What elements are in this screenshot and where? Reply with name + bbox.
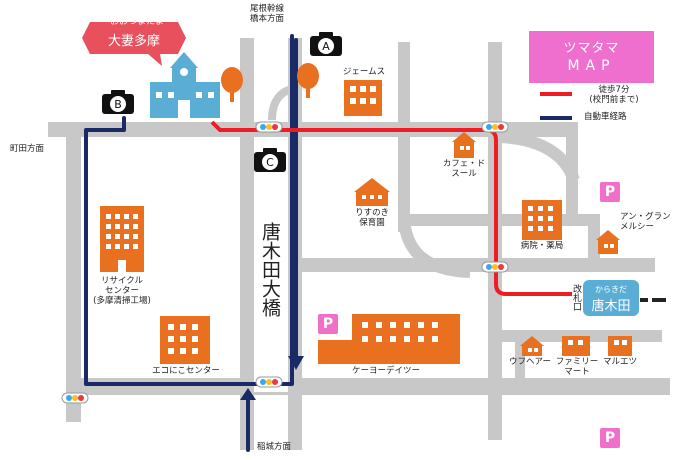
label-james: ジェームス [342, 67, 386, 77]
camera-icon: A [310, 32, 342, 56]
train-line-segment [640, 298, 666, 302]
road-curve-northeast [499, 131, 580, 183]
building-keio [318, 314, 460, 364]
station-name: 唐木田 [591, 299, 631, 314]
traffic-light-1 [255, 121, 283, 133]
camera-icon: B [102, 90, 134, 114]
car-arrow-down [288, 356, 304, 370]
direction-machida: 町田方面 [10, 144, 45, 154]
building-hospital [522, 200, 562, 240]
building-james [344, 80, 382, 116]
legend-title: ツマタマ [563, 41, 620, 56]
road-curve-southwest [398, 213, 471, 278]
traffic-light-3 [481, 261, 509, 273]
label-hospital: 病院・薬局 [520, 241, 564, 251]
legend-walk-label: 徒歩7分 (校門前まで) [589, 85, 639, 105]
label-uf: ウフヘアー [509, 357, 551, 367]
school-name: 大妻多摩 [107, 34, 160, 49]
road-bridge-left [240, 38, 254, 450]
bridge-name: 唐木田大橋 [259, 222, 281, 317]
label-ecoeco: エコにこセンター [152, 366, 220, 376]
car-route-west [84, 34, 294, 386]
svg-text:A: A [322, 40, 330, 53]
parking-badge: P [600, 182, 620, 202]
roads [48, 38, 670, 450]
building-ann-grand [596, 230, 620, 254]
road-bottom-horizontal [66, 378, 670, 395]
parking-badge: P [318, 314, 338, 334]
label-risunoki: りすのき 保育園 [355, 208, 389, 228]
label-cafe: カフェ・ド スール [442, 159, 486, 179]
camera-icon: C [254, 148, 286, 172]
tree-2 [297, 63, 319, 98]
traffic-light-4 [255, 376, 283, 388]
building-uf [520, 336, 544, 356]
road-bridge-deck [254, 137, 288, 392]
svg-text:B: B [114, 98, 122, 111]
label-ann-grand: アン・グラン メルシー [620, 212, 671, 232]
legend-walk-line [540, 92, 572, 96]
train-line [640, 298, 666, 302]
road-left-vertical [66, 122, 81, 422]
car-arrow-up [240, 388, 256, 400]
svg-text:C: C [266, 156, 274, 169]
road-mid-horizontal [300, 258, 655, 272]
tree-1 [221, 67, 243, 102]
label-maruetsu: マルエツ [602, 357, 637, 367]
school-building [150, 52, 220, 118]
station-gate: 改札口 [571, 284, 581, 311]
train-line-dash [648, 298, 652, 302]
parking-badge: P [600, 428, 620, 448]
legend-car-label: 自動車経路 [584, 112, 627, 122]
station-kana: からきだ [595, 285, 627, 294]
traffic-light-2 [481, 121, 509, 133]
building-ecoeco [160, 316, 210, 364]
building-familymart [562, 336, 590, 356]
label-keio: ケーヨーデイツー [351, 366, 420, 376]
road-vertical-600 [588, 226, 600, 264]
building-recycle [100, 206, 144, 272]
direction-inagi: 稲城方面 [256, 442, 291, 452]
station-karakida: からきだ 唐木田 [583, 280, 639, 316]
building-risunoki [354, 178, 390, 206]
traffic-light-5 [61, 392, 89, 404]
label-recycle: リサイクル センター (多摩清掃工場) [93, 276, 151, 306]
road-vertical-555 [515, 342, 525, 382]
direction-north: 尾根幹線 橋本方面 [249, 4, 284, 24]
car-route [84, 34, 298, 452]
legend-car-line [540, 116, 572, 120]
building-maruetsu [608, 336, 632, 356]
building-cafe [452, 132, 476, 158]
school-bubble [82, 22, 186, 66]
label-familymart: ファミリー マート [555, 357, 599, 377]
road-vertical-400 [398, 42, 410, 232]
legend-title-box: ツマタマ MAP [529, 31, 654, 83]
school-name-kana: おおつまたま [110, 17, 164, 27]
legend-subtitle: MAP [567, 58, 616, 74]
